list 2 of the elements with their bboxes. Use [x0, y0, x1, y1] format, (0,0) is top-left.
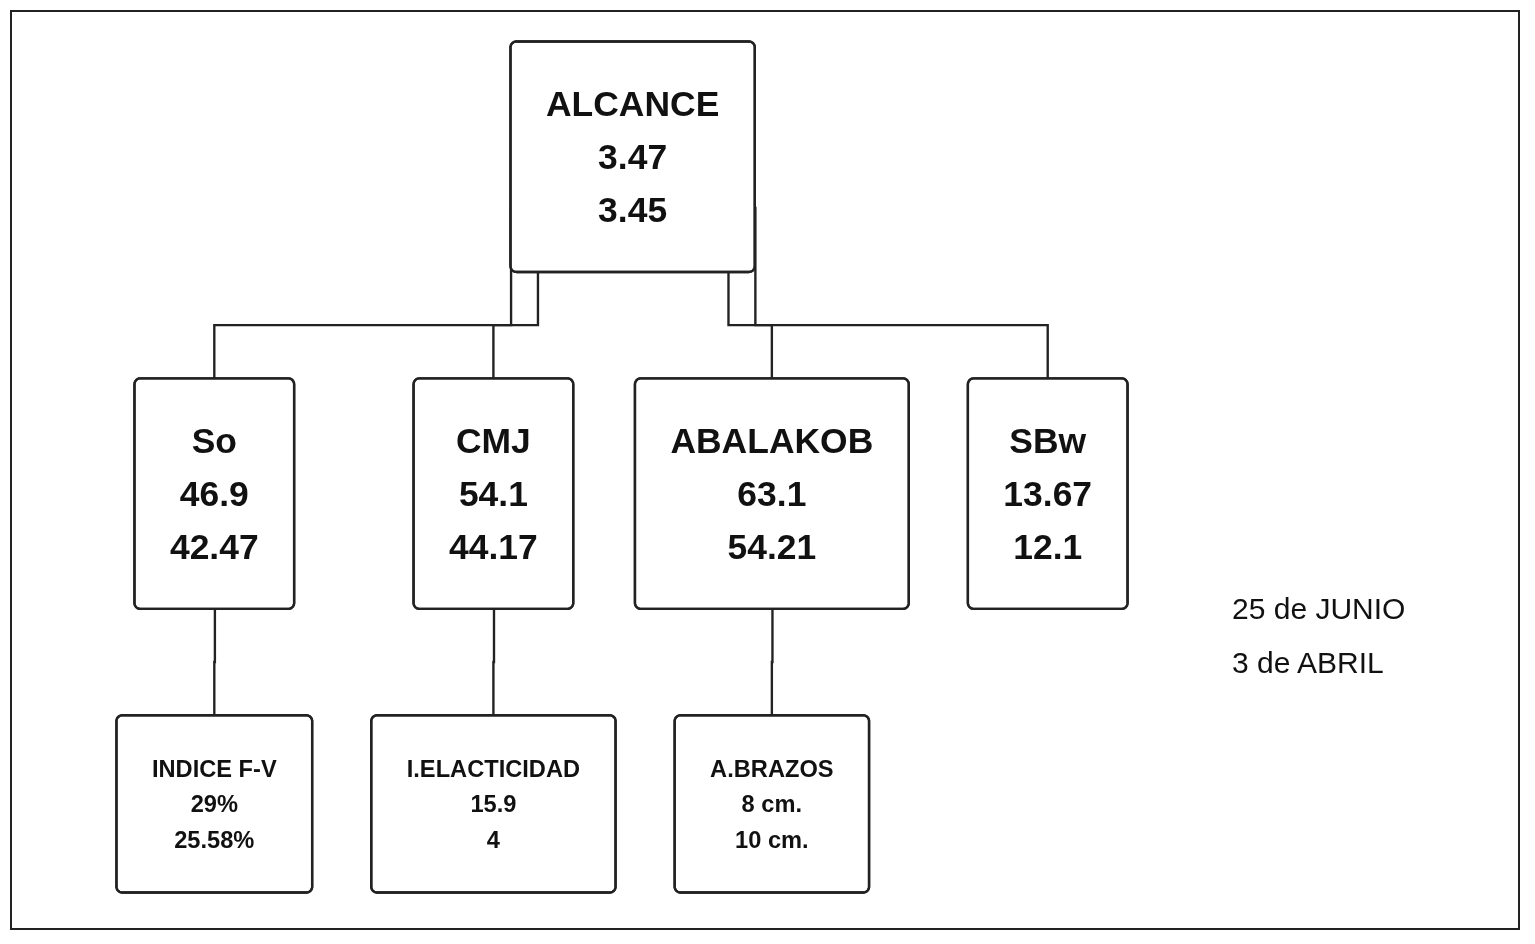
date-note: 25 de JUNIO [1232, 592, 1406, 626]
date-note: 3 de ABRIL [1232, 646, 1385, 680]
